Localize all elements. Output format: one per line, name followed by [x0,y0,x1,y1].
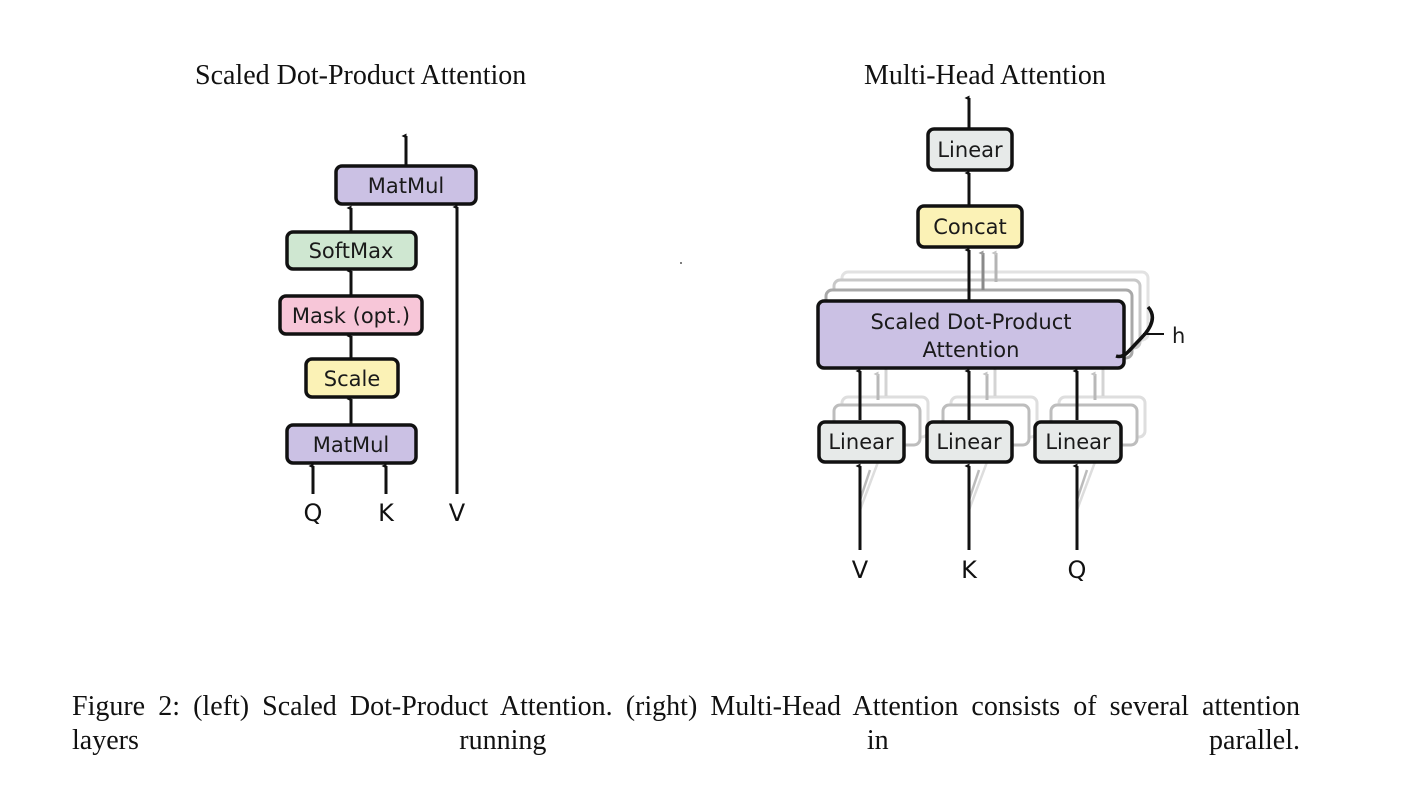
attention-label-line1: Scaled Dot-Product [870,310,1071,334]
linear-v-label: Linear [828,430,894,454]
attention-label-line2: Attention [923,338,1020,362]
figure-caption: Figure 2: (left) Scaled Dot-Product Atte… [72,691,1300,756]
softmax-box: SoftMax [285,230,418,271]
matmul-bottom-box: MatMul [285,423,418,465]
scaled-dot-product-attention-box: Scaled Dot-Product Attention [816,299,1126,370]
linear-q-label: Linear [1045,430,1111,454]
concat-label: Concat [933,215,1006,239]
right-diagram-title: Multi-Head Attention [864,60,1106,91]
multi-head-diagram: Linear Concat Scaled Dot-Product Attenti… [816,95,1185,584]
mask-label: Mask (opt.) [292,304,410,328]
scale-box: Scale [304,357,400,399]
input-v-label: V [449,499,466,527]
matmul-bottom-label: MatMul [313,433,389,457]
mask-box: Mask (opt.) [278,294,424,336]
parallel-arrows-faint [873,250,1105,400]
linear-v-box: Linear [817,420,906,464]
input-k-label: K [961,556,978,584]
input-branch-lines [858,461,1097,511]
linear-k-box: Linear [925,420,1014,464]
input-k-label: K [378,499,395,527]
input-q-label: Q [304,499,323,527]
scaled-dot-product-diagram: MatMul SoftMax Mask (opt.) Scale MatMul … [278,133,478,527]
matmul-top-label: MatMul [368,174,444,198]
softmax-label: SoftMax [309,239,394,263]
linear-output-box: Linear [926,127,1014,172]
input-q-label: Q [1068,556,1087,584]
left-diagram-title: Scaled Dot-Product Attention [195,60,527,91]
heads-label: h [1172,324,1185,348]
linear-k-label: Linear [936,430,1002,454]
attention-diagrams: MatMul SoftMax Mask (opt.) Scale MatMul … [278,95,1185,584]
matmul-top-box: MatMul [334,164,478,206]
input-v-label: V [852,556,869,584]
stray-dot [680,262,682,264]
concat-box: Concat [916,204,1024,249]
scale-label: Scale [324,367,381,391]
linear-q-box: Linear [1033,420,1123,464]
linear-output-label: Linear [937,138,1003,162]
heads-brace [1115,305,1155,359]
